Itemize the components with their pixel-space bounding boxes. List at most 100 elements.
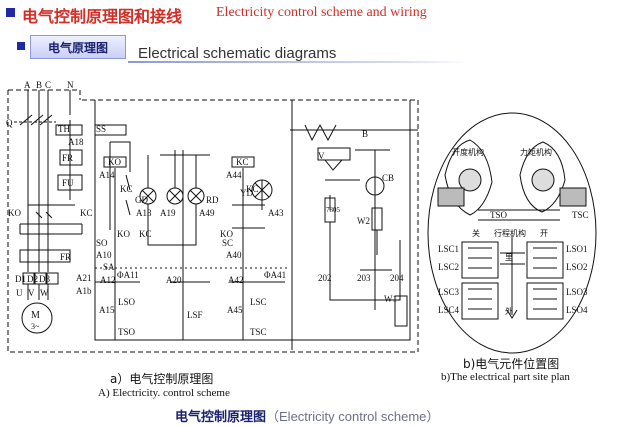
label-inside: 里 bbox=[505, 253, 513, 262]
label-d1: D1 bbox=[15, 274, 26, 284]
label-lso2: LSO2 bbox=[566, 262, 588, 272]
caption-b-en: b)The electrical part site plan bbox=[441, 371, 570, 383]
section-square-icon bbox=[17, 42, 25, 50]
label-a11: ΦA11 bbox=[117, 270, 139, 280]
label-phase-b: B bbox=[36, 80, 42, 90]
label-lsc3: LSC3 bbox=[438, 287, 460, 297]
label-lsc: LSC bbox=[250, 297, 267, 307]
label-a18: A18 bbox=[68, 137, 84, 147]
label-202: 202 bbox=[318, 273, 332, 283]
label-b-tsc: TSC bbox=[572, 210, 589, 220]
caption-a-cn: a）电气控制原理图 bbox=[110, 372, 214, 386]
label-d3: D3 bbox=[39, 274, 50, 284]
label-ko-c: KO bbox=[220, 229, 233, 239]
label-w: W bbox=[40, 288, 49, 298]
caption-b-cn: b)电气元件位置图 bbox=[463, 357, 560, 371]
header-title-en: Electricity control scheme and wiring bbox=[216, 5, 427, 20]
label-v: V bbox=[28, 288, 35, 298]
label-a41: ΦA41 bbox=[264, 270, 286, 280]
label-gd: GD bbox=[135, 195, 148, 205]
label-torque-mech: 力矩机构 bbox=[520, 147, 552, 157]
label-th: TH bbox=[58, 124, 70, 134]
label-204: 204 bbox=[390, 273, 404, 283]
label-tso: TSO bbox=[118, 327, 136, 337]
label-w2: W2 bbox=[357, 216, 370, 226]
label-b-right: B bbox=[362, 129, 368, 139]
label-lso4: LSO4 bbox=[566, 305, 588, 315]
label-lso1: LSO1 bbox=[566, 244, 588, 254]
header-bar: 电气控制原理图和接线 Electricity control scheme an… bbox=[0, 0, 621, 26]
label-lso: LSO bbox=[118, 297, 136, 307]
schematic-b-drawing bbox=[427, 112, 597, 354]
label-a13: A13 bbox=[136, 208, 152, 218]
label-sa: SA bbox=[103, 262, 115, 272]
label-tsc: TSC bbox=[250, 327, 267, 337]
label-so: SO bbox=[96, 238, 108, 248]
label-cb: CB bbox=[382, 173, 394, 183]
label-kc-c: KC bbox=[246, 184, 259, 194]
label-a45: A45 bbox=[227, 305, 243, 315]
footer-en: （Electricity control scheme） bbox=[266, 409, 440, 424]
label-lso3: LSO3 bbox=[566, 287, 588, 297]
label-sc: SC bbox=[222, 238, 233, 248]
footer-cn: 电气控制原理图 bbox=[175, 410, 267, 425]
label-lsc1: LSC1 bbox=[438, 244, 459, 254]
label-phase-c: C bbox=[45, 80, 51, 90]
header-title-cn: 电气控制原理图和接线 bbox=[22, 7, 183, 26]
footer-caption: 电气控制原理图（Electricity control scheme） bbox=[175, 406, 439, 425]
label-a40: A40 bbox=[226, 250, 242, 260]
schematic-b-labels: 开度机构 力矩机构 TSO TSC 关 行程机构 开 里 外 LSC1 LSC2… bbox=[438, 147, 589, 316]
label-w1: W1 bbox=[384, 294, 397, 304]
label-a44: A44 bbox=[226, 170, 242, 180]
header-square-icon bbox=[6, 8, 15, 17]
label-a43: A43 bbox=[268, 208, 284, 218]
schematic-a-wiring bbox=[7, 89, 419, 353]
section-underline bbox=[128, 61, 468, 63]
label-open: 开 bbox=[540, 229, 548, 238]
label-travel-mech: 行程机构 bbox=[494, 228, 526, 238]
label-rd: RD bbox=[206, 195, 219, 205]
label-kc-a: KC bbox=[120, 184, 133, 194]
label-a20: A20 bbox=[166, 275, 182, 285]
label-a49: A49 bbox=[199, 208, 215, 218]
label-7805: 7805 bbox=[326, 206, 341, 214]
label-lsc4: LSC4 bbox=[438, 305, 460, 315]
caption-a-en: A) Electricity. control scheme bbox=[98, 387, 230, 399]
label-fr-left: FR bbox=[60, 252, 71, 262]
label-open-mech: 开度机构 bbox=[452, 147, 484, 157]
section-title: Electrical schematic diagrams bbox=[138, 45, 337, 62]
label-a19: A19 bbox=[160, 208, 176, 218]
label-motor: M bbox=[31, 310, 40, 321]
label-lsf: LSF bbox=[187, 310, 203, 320]
label-motor-phase: 3~ bbox=[31, 322, 40, 331]
label-yd: YD bbox=[240, 188, 253, 198]
label-kc-box: KC bbox=[236, 157, 249, 167]
label-kc-b: KC bbox=[139, 229, 152, 239]
label-neutral: N bbox=[67, 80, 74, 90]
label-a10: A10 bbox=[96, 250, 112, 260]
label-a14: A14 bbox=[99, 170, 115, 180]
label-a42: A42 bbox=[228, 275, 244, 285]
label-a12: A12 bbox=[100, 275, 116, 285]
label-close: 关 bbox=[472, 228, 480, 238]
label-203: 203 bbox=[357, 273, 371, 283]
label-a1b: A1b bbox=[76, 286, 92, 296]
label-a21: A21 bbox=[76, 273, 92, 283]
label-q: Q bbox=[6, 118, 13, 128]
label-ko-mid: KO bbox=[8, 208, 21, 218]
label-lsc2: LSC2 bbox=[438, 262, 459, 272]
label-d2: D2 bbox=[27, 274, 38, 284]
label-outside: 外 bbox=[505, 306, 513, 316]
label-fr-top: FR bbox=[62, 153, 73, 163]
schematic-a-labels: A B C N Q TH A18 FR FU SS KO KC FR D1 D2… bbox=[6, 80, 404, 337]
label-ko-b: KO bbox=[117, 229, 130, 239]
label-kc-left: KC bbox=[80, 208, 93, 218]
label-a15: A15 bbox=[99, 305, 115, 315]
label-v-box: V bbox=[318, 151, 325, 161]
label-phase-a: A bbox=[24, 80, 31, 90]
label-ko-box: KO bbox=[108, 157, 121, 167]
label-b-tso: TSO bbox=[490, 210, 508, 220]
label-ss: SS bbox=[96, 124, 106, 134]
label-fu: FU bbox=[62, 178, 74, 188]
